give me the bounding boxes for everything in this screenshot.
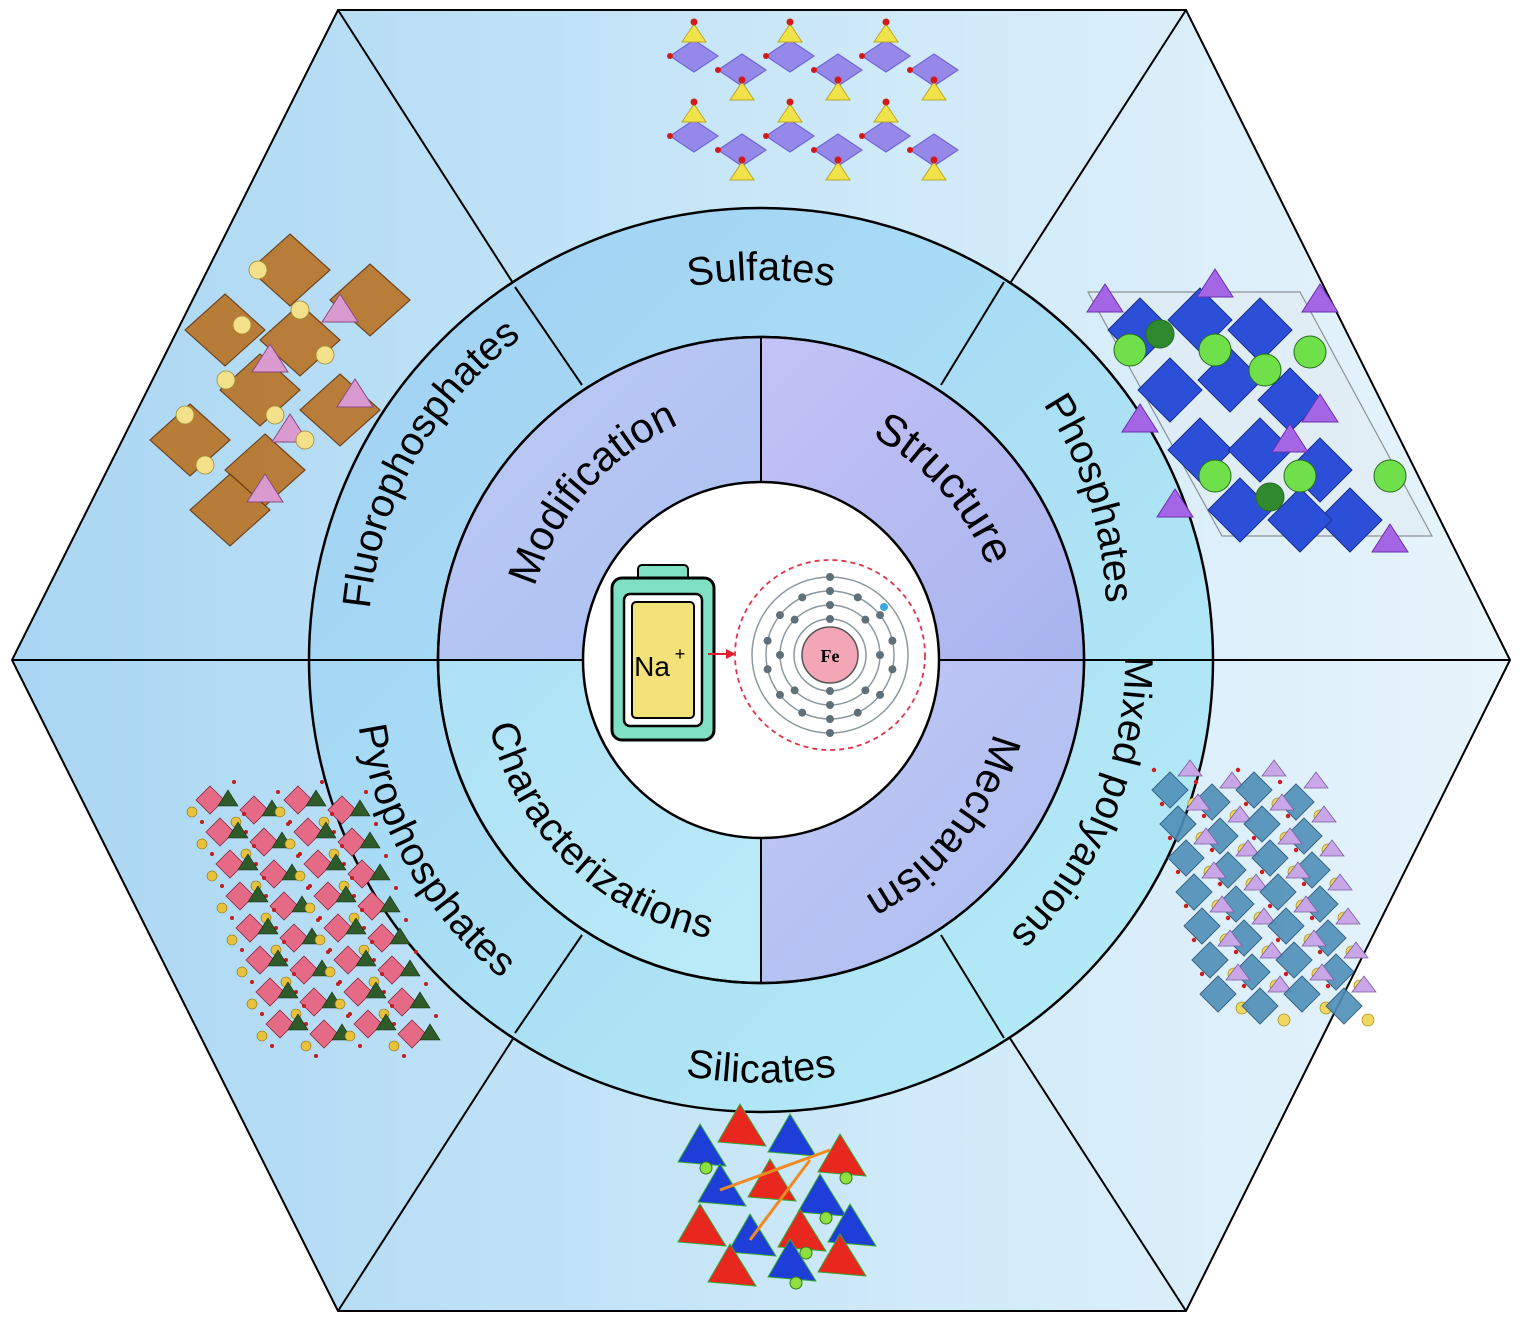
arrow-icon	[708, 649, 736, 659]
segment-label-sulfates: Sulfates	[684, 245, 839, 296]
structure-illustration-fluorophosphates	[149, 233, 411, 547]
structure-illustration-sulfates	[667, 18, 960, 181]
segment-label-silicates: Silicates	[684, 1041, 838, 1092]
battery-label: Na	[634, 651, 670, 682]
structure-illustration-mixed	[1151, 759, 1377, 1027]
structure-illustration-phosphates	[1086, 268, 1434, 553]
atom-label: Fe	[821, 646, 840, 666]
battery-icon	[610, 564, 716, 742]
battery-superscript: +	[675, 644, 686, 664]
structure-illustration-pyrophosphates	[186, 780, 441, 1058]
segment-ring-dividers	[310, 281, 1212, 1039]
quadrant-dividers	[438, 337, 1084, 983]
structure-illustration-silicates	[677, 1103, 877, 1290]
atom-icon	[734, 559, 926, 751]
